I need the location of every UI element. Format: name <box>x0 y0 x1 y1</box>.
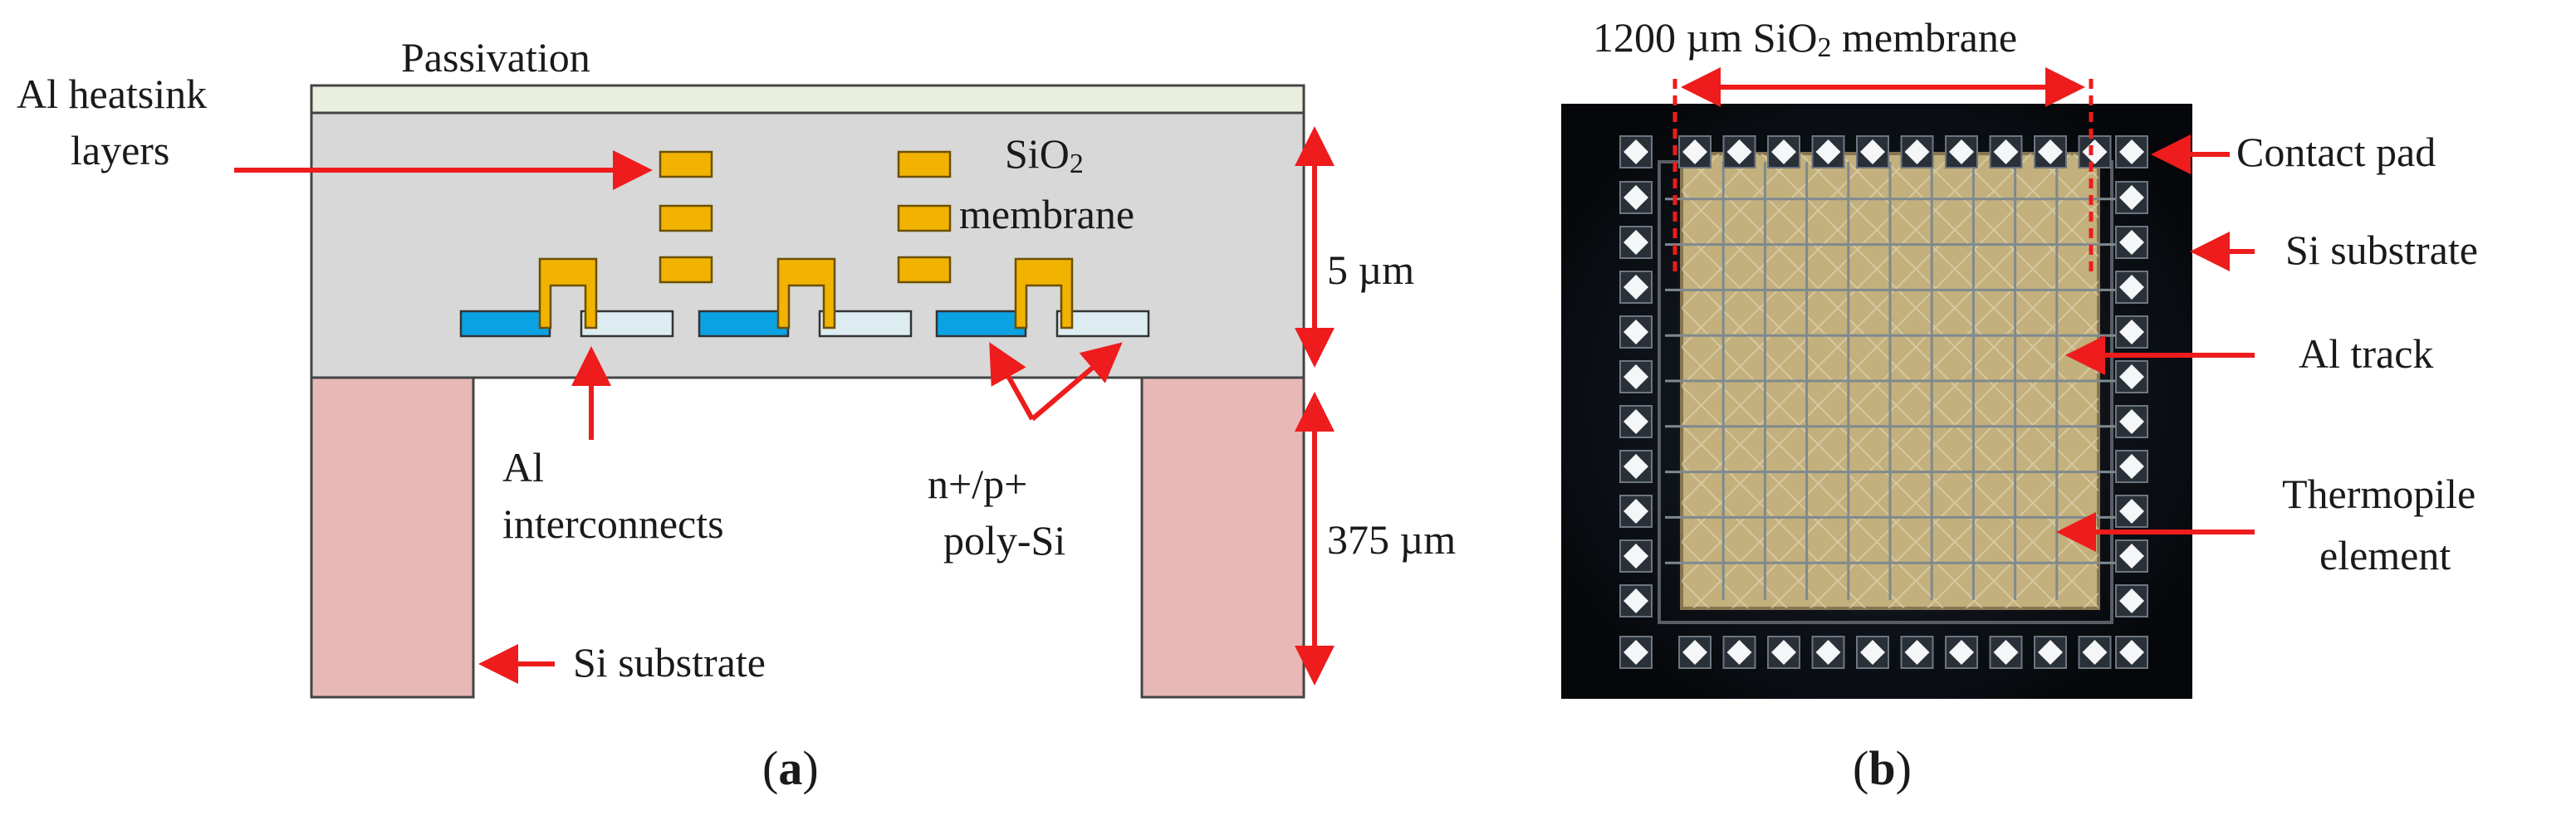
contact-pad <box>2115 135 2148 168</box>
contact-pad <box>1619 135 1653 168</box>
contact-pad <box>2078 135 2112 168</box>
membrane-width-subscript: 2 <box>1818 32 1832 63</box>
contact-pad <box>1619 315 1653 349</box>
heatsink-label-line2: layers <box>71 127 169 173</box>
contact-pad-label: Contact pad <box>2236 129 2436 175</box>
contact-pad <box>1619 360 1653 393</box>
contact-pad <box>1767 135 1800 168</box>
contact-pad <box>2115 636 2148 669</box>
interconnects-label-line2: interconnects <box>502 500 724 547</box>
al-track-label: Al track <box>2299 330 2433 377</box>
contact-pad <box>2115 539 2148 573</box>
contact-pad <box>2034 636 2067 669</box>
contact-pad <box>1619 405 1653 438</box>
contact-pad <box>1945 636 1978 669</box>
membrane-label: membrane <box>959 191 1134 237</box>
contact-pad <box>1811 636 1845 669</box>
polysi-arrow-left <box>989 342 1035 421</box>
contact-pad <box>1722 636 1756 669</box>
contact-pad <box>1619 181 1653 214</box>
contact-pad <box>2115 405 2148 438</box>
polysi-label-line1: n+/p+ <box>928 461 1027 507</box>
heatsink-stack-right <box>897 150 952 284</box>
sio2-subscript: 2 <box>1070 149 1084 179</box>
contact-pad <box>2115 495 2148 528</box>
contact-pad <box>2078 636 2112 669</box>
caption-a: (a) <box>762 741 819 795</box>
contact-pad <box>1619 495 1653 528</box>
passivation-layer <box>310 84 1305 115</box>
caption-b: (b) <box>1853 741 1912 795</box>
thickness-5um-label: 5 µm <box>1327 246 1414 293</box>
thermocouple-1 <box>459 257 674 338</box>
contact-pad <box>1619 584 1653 617</box>
contact-pad <box>2115 360 2148 393</box>
contact-pad <box>1856 636 1889 669</box>
membrane-grid <box>1665 162 2115 600</box>
contact-pad <box>1900 636 1934 669</box>
interconnects-label-line1: Al <box>502 444 544 490</box>
substrate-label-b: Si substrate <box>2285 227 2478 273</box>
contact-pad <box>1619 226 1653 259</box>
contact-pad <box>1900 135 1934 168</box>
contact-pad <box>1619 636 1653 669</box>
panel-b-micrograph: 1200 µm SiO2 membrane Contact pad Si sub… <box>1561 14 2478 795</box>
contact-pad <box>1767 636 1800 669</box>
passivation-label: Passivation <box>401 34 590 81</box>
sio2-label: SiO2 <box>1005 130 1084 179</box>
contact-pad <box>1722 135 1756 168</box>
heatsink-stack-left <box>659 150 713 284</box>
contact-pad <box>1619 539 1653 573</box>
contact-pads <box>1619 135 2148 669</box>
polysi-label-line2: poly-Si <box>943 517 1065 564</box>
contact-pad <box>2115 271 2148 304</box>
contact-pad <box>2115 315 2148 349</box>
contact-pad <box>1989 135 2023 168</box>
thickness-375um-label: 375 µm <box>1327 516 1456 563</box>
panel-a-cross-section: Passivation Al heatsink layers SiO2 memb… <box>17 34 1456 795</box>
contact-pad <box>2115 226 2148 259</box>
contact-pad <box>1811 135 1845 168</box>
contact-pad <box>1989 636 2023 669</box>
contact-pad <box>2034 135 2067 168</box>
sio2-membrane-layer <box>310 110 1305 379</box>
contact-pad <box>1678 636 1712 669</box>
thermopile-label-line2: element <box>2319 532 2451 578</box>
contact-pad <box>1619 271 1653 304</box>
contact-pad <box>2115 450 2148 483</box>
membrane-width-label: 1200 µm SiO2 membrane <box>1593 14 2017 63</box>
thermopile-label-line1: Thermopile <box>2282 471 2476 517</box>
heatsink-label-line1: Al heatsink <box>17 71 207 117</box>
thermocouple-2 <box>698 257 913 338</box>
si-substrate-left-leg <box>310 376 475 699</box>
si-substrate-right-leg <box>1140 376 1305 699</box>
substrate-label-a: Si substrate <box>573 639 766 686</box>
contact-pad <box>1856 135 1889 168</box>
contact-pad <box>2115 584 2148 617</box>
contact-pad <box>2115 181 2148 214</box>
contact-pad <box>1945 135 1978 168</box>
polysi-arrow-right <box>1031 342 1123 422</box>
contact-pad <box>1619 450 1653 483</box>
contact-pad <box>1678 135 1712 168</box>
thermocouple-3 <box>935 257 1150 338</box>
